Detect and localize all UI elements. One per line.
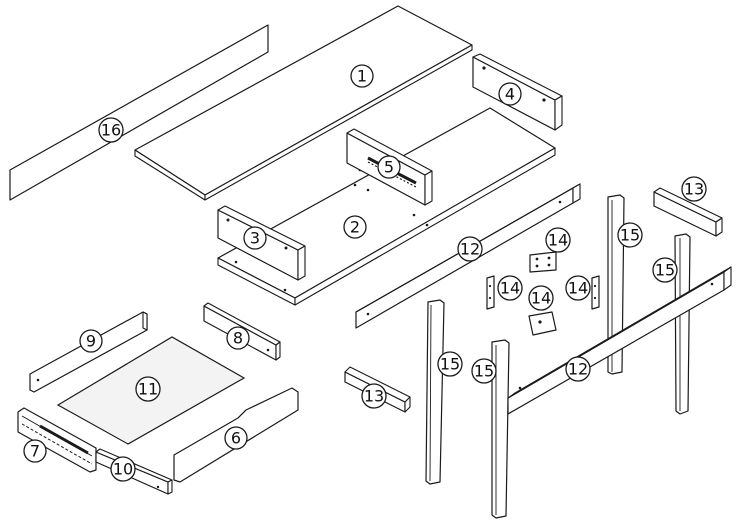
svg-text:14: 14 [568, 279, 588, 298]
svg-text:14: 14 [548, 231, 568, 250]
callout-5: 5 [377, 155, 401, 179]
part-15-leg-front-left [425, 299, 445, 485]
callout-14-right: 14 [565, 275, 591, 301]
callout-9: 9 [79, 329, 103, 353]
callout-14-middle: 14 [528, 285, 554, 311]
svg-text:6: 6 [231, 429, 241, 448]
svg-text:3: 3 [250, 229, 260, 248]
part-1-table-top [134, 5, 473, 201]
svg-text:11: 11 [138, 380, 158, 399]
svg-text:15: 15 [620, 226, 640, 245]
callout-10: 10 [110, 456, 136, 482]
svg-text:14: 14 [500, 279, 520, 298]
callout-12-upper: 12 [457, 236, 483, 262]
part-14-bracket-plate [529, 251, 557, 273]
callout-13-lower: 13 [361, 383, 387, 409]
svg-text:10: 10 [113, 460, 133, 479]
callout-6: 6 [224, 426, 248, 450]
svg-text:5: 5 [384, 158, 394, 177]
callout-12-lower: 12 [565, 356, 591, 382]
part-12-long-rail-lower [507, 266, 732, 415]
part-13-short-rail-upper [653, 187, 723, 237]
callout-3: 3 [243, 226, 267, 250]
svg-text:13: 13 [684, 180, 704, 199]
callout-4: 4 [498, 82, 522, 106]
callout-8: 8 [226, 326, 250, 350]
svg-text:1: 1 [357, 67, 367, 86]
svg-text:16: 16 [101, 121, 121, 140]
svg-text:15: 15 [655, 261, 675, 280]
callout-7: 7 [23, 439, 47, 463]
svg-text:9: 9 [86, 332, 96, 351]
part-14-bracket-block [528, 311, 557, 336]
part-7-drawer-slide [17, 407, 97, 473]
part-15-leg-back-right [674, 233, 691, 415]
svg-text:13: 13 [364, 387, 384, 406]
svg-text:8: 8 [233, 329, 243, 348]
callout-15-front-left: 15 [437, 351, 463, 377]
callout-15-back-left: 15 [617, 222, 643, 248]
part-14-bracket-right [591, 275, 600, 310]
svg-text:14: 14 [531, 289, 551, 308]
svg-text:15: 15 [440, 355, 460, 374]
part-16-back-strip [9, 24, 269, 201]
callout-16: 16 [98, 117, 124, 143]
svg-text:4: 4 [505, 85, 515, 104]
callout-14-left: 14 [497, 275, 523, 301]
callout-2: 2 [343, 215, 367, 239]
callout-11: 11 [135, 376, 161, 402]
callout-1: 1 [350, 64, 374, 88]
part-14-bracket-left [486, 275, 495, 310]
callout-15-back-right: 15 [652, 257, 678, 283]
svg-text:12: 12 [460, 240, 480, 259]
callout-15-front-right: 15 [471, 358, 497, 384]
svg-text:15: 15 [474, 362, 494, 381]
callout-14-top: 14 [545, 227, 571, 253]
svg-text:7: 7 [30, 442, 40, 461]
svg-text:2: 2 [350, 218, 360, 237]
svg-text:12: 12 [568, 360, 588, 379]
callout-13-upper: 13 [681, 176, 707, 202]
